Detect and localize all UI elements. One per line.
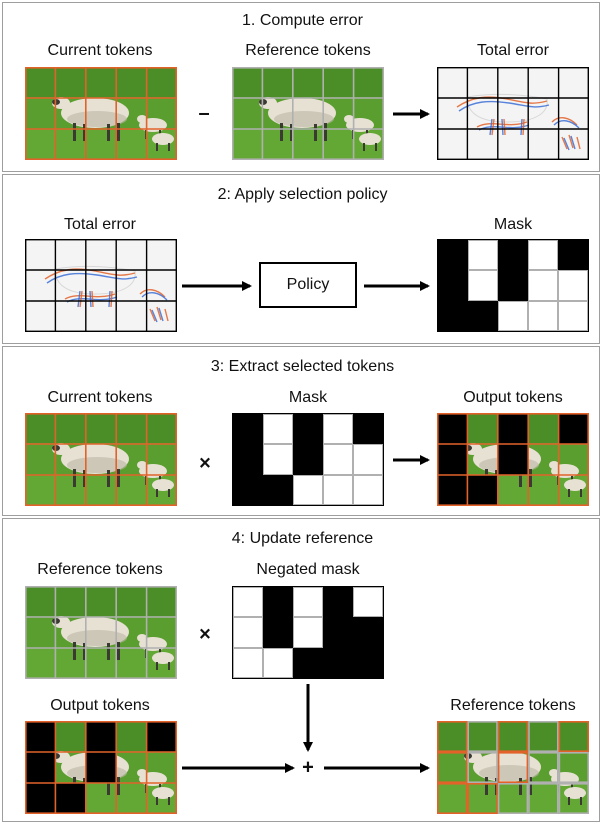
mask-cell xyxy=(558,300,588,331)
mask-cell xyxy=(468,300,498,331)
step3-current-label: Current tokens xyxy=(47,389,153,406)
mask-cell xyxy=(263,647,293,678)
times-sign: × xyxy=(199,452,211,475)
output-tokens-image xyxy=(25,721,177,814)
mask-cell xyxy=(323,414,353,445)
mask-cell xyxy=(353,474,383,505)
step4-negated-label: Negated mask xyxy=(256,561,360,578)
mask-cell xyxy=(263,587,293,618)
step4-title: 4: Update reference xyxy=(231,530,374,547)
plus-sign: + xyxy=(302,756,314,779)
mask-cell xyxy=(293,647,323,678)
mask-cell xyxy=(263,617,293,648)
mask-cell xyxy=(498,300,528,331)
step3-title: 3: Extract selected tokens xyxy=(210,358,395,375)
step4-reference-out-label: Reference tokens xyxy=(450,697,576,714)
total-error-image xyxy=(25,239,177,332)
mask-cell xyxy=(528,300,558,331)
mask-cell xyxy=(233,617,263,648)
step1-reference-label: Reference tokens xyxy=(245,42,371,59)
mask-cell xyxy=(353,414,383,445)
mask-cell xyxy=(558,240,588,271)
mask-cell xyxy=(353,444,383,475)
mask-cell xyxy=(438,270,468,301)
step1-current-label: Current tokens xyxy=(47,42,153,59)
reference-tokens-image xyxy=(25,586,177,679)
mask-cell xyxy=(468,240,498,271)
mask-cell xyxy=(353,617,383,648)
mask-cell xyxy=(353,647,383,678)
mask-cell xyxy=(528,270,558,301)
step2-error-label: Total error xyxy=(63,216,137,233)
mask-cell xyxy=(323,474,353,505)
mask-cell xyxy=(263,444,293,475)
updated-reference-tokens-image xyxy=(437,721,589,814)
mask-cell xyxy=(323,444,353,475)
mask-cell xyxy=(498,240,528,271)
mask-cell xyxy=(323,587,353,618)
step4-reference-label: Reference tokens xyxy=(37,561,163,578)
mask-cell xyxy=(293,617,323,648)
mask-cell xyxy=(438,300,468,331)
step3-output-label: Output tokens xyxy=(463,389,563,406)
mask-cell xyxy=(293,444,323,475)
mask-cell xyxy=(233,587,263,618)
negated-mask-grid xyxy=(232,586,384,679)
mask-cell xyxy=(293,587,323,618)
minus-sign: – xyxy=(198,102,210,125)
step4-output-label: Output tokens xyxy=(50,697,150,714)
mask-grid xyxy=(232,413,384,506)
step2-mask-label: Mask xyxy=(493,216,533,233)
output-tokens-image xyxy=(437,413,589,506)
mask-cell xyxy=(528,240,558,271)
mask-cell xyxy=(233,414,263,445)
mask-cell xyxy=(293,414,323,445)
mask-cell xyxy=(233,474,263,505)
mask-grid xyxy=(437,239,589,332)
times-sign: × xyxy=(199,623,211,646)
policy-box: Policy xyxy=(259,262,357,308)
mask-cell xyxy=(293,474,323,505)
mask-cell xyxy=(468,270,498,301)
step2-title: 2: Apply selection policy xyxy=(217,186,388,203)
mask-cell xyxy=(263,474,293,505)
mask-cell xyxy=(263,414,293,445)
mask-cell xyxy=(353,587,383,618)
step1-error-label: Total error xyxy=(476,42,550,59)
policy-label: Policy xyxy=(286,276,330,293)
current-tokens-image xyxy=(25,67,177,160)
step3-mask-label: Mask xyxy=(288,389,328,406)
current-tokens-image xyxy=(25,413,177,506)
step1-title: 1. Compute error xyxy=(242,12,363,29)
mask-cell xyxy=(558,270,588,301)
mask-cell xyxy=(323,617,353,648)
mask-cell xyxy=(438,240,468,271)
reference-tokens-image xyxy=(232,67,384,160)
mask-cell xyxy=(233,647,263,678)
mask-cell xyxy=(498,270,528,301)
mask-cell xyxy=(233,444,263,475)
mask-cell xyxy=(323,647,353,678)
total-error-image xyxy=(437,67,589,160)
